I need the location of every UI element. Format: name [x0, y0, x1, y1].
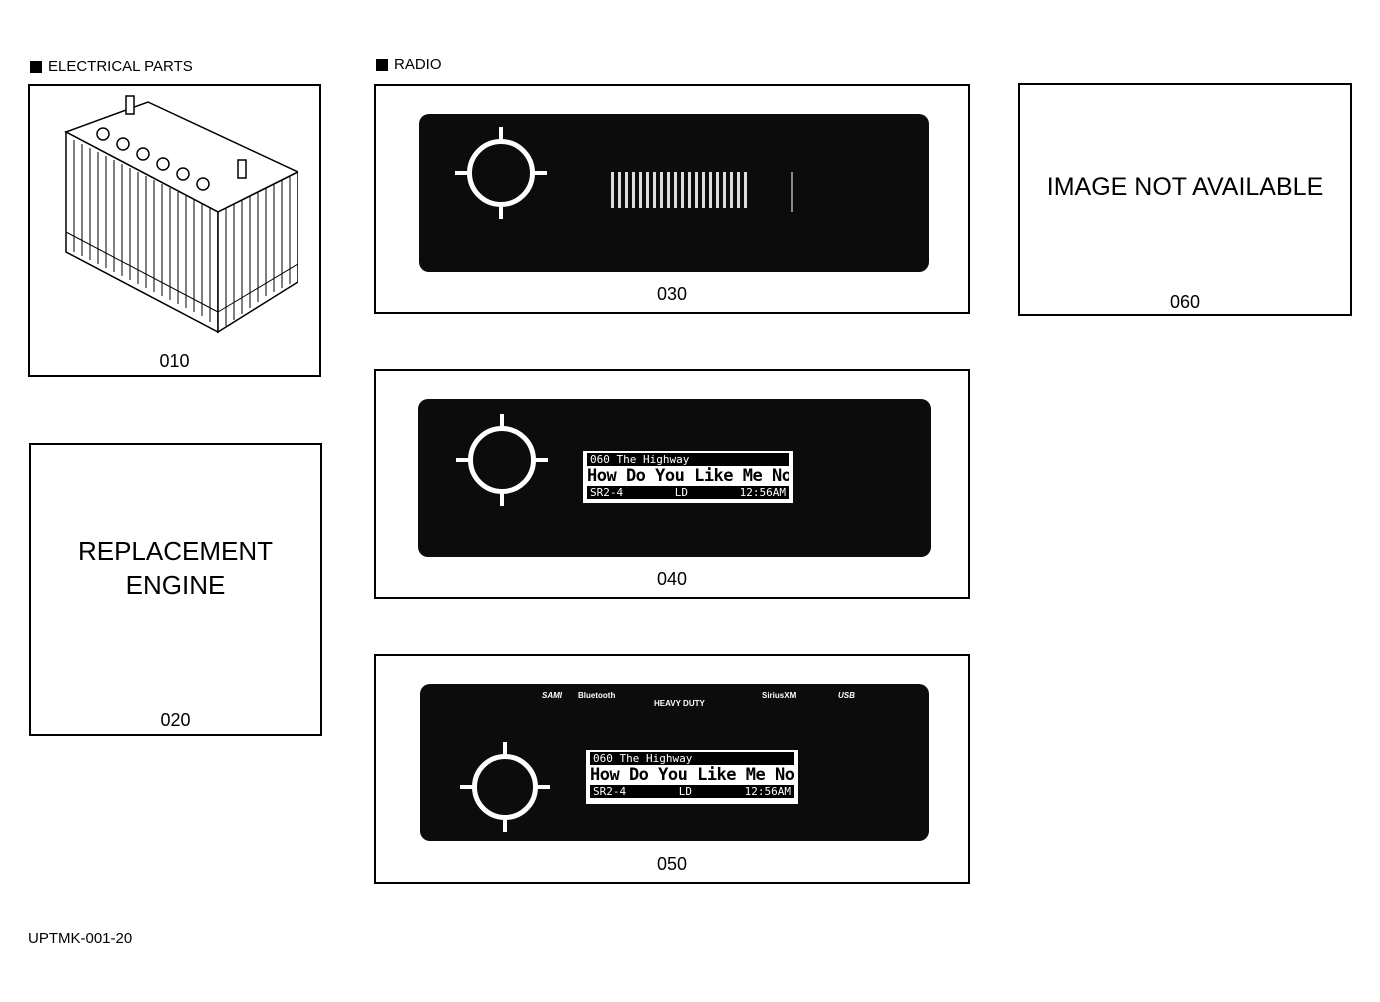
knob-tick [503, 818, 507, 832]
bullet-square-icon [30, 60, 42, 73]
lcd-badge: LD [678, 785, 692, 798]
part-panel-030[interactable]: 030 [374, 84, 970, 314]
lcd-band: SR2-4 [590, 486, 624, 499]
replacement-line-2: ENGINE [125, 570, 226, 600]
lcd-display: 060 The Highway How Do You Like Me Now S… [583, 451, 793, 503]
knob-tick [456, 458, 470, 462]
lcd-time: 12:56AM [744, 785, 791, 798]
lcd-status-row: SR2-4 LD 12:56AM [587, 486, 789, 499]
section-radio: RADIO [376, 56, 442, 73]
radio-unit-030 [419, 114, 929, 272]
replacement-line-1: REPLACEMENT [77, 536, 274, 566]
knob-tick [499, 127, 503, 141]
bullet-square-icon [376, 58, 388, 71]
part-code-020: 020 [160, 710, 191, 730]
knob-tick [500, 414, 504, 428]
image-not-available: IMAGE NOT AVAILABLE [1046, 173, 1324, 201]
brand-siriusxm: SiriusXM [762, 691, 797, 700]
part-code-010: 010 [159, 351, 190, 371]
section-electrical-label: ELECTRICAL PARTS [48, 58, 193, 75]
knob-tick [460, 785, 474, 789]
lcd-band: SR2-4 [593, 785, 627, 798]
knob-tick [500, 492, 504, 506]
lcd-channel: 060 The Highway [587, 453, 789, 466]
brand-sami: SAMI [542, 691, 562, 700]
lcd-channel: 060 The Highway [590, 752, 794, 765]
lcd-song: How Do You Like Me Now [590, 765, 794, 785]
part-code-060: 060 [1169, 292, 1201, 312]
volume-knob [467, 139, 535, 207]
part-code-030: 030 [656, 284, 688, 304]
page-footer-code: UPTMK-001-20 [28, 930, 133, 947]
section-radio-label: RADIO [394, 56, 442, 73]
knob-tick [533, 171, 547, 175]
part-panel-050[interactable]: SAMI Bluetooth HEAVY DUTY SiriusXM USB 0… [374, 654, 970, 884]
lcd-time: 12:56AM [739, 486, 786, 499]
knob-tick [536, 785, 550, 789]
knob-tick [499, 205, 503, 219]
brand-heavy-duty: HEAVY DUTY [654, 699, 705, 708]
knob-tick [534, 458, 548, 462]
lcd-status-row: SR2-4 LD 12:56AM [590, 785, 794, 798]
part-code-050: 050 [656, 854, 688, 874]
volume-knob [472, 754, 538, 820]
radio-unit-040: 060 The Highway How Do You Like Me Now S… [418, 399, 931, 557]
divider [791, 172, 793, 212]
brand-bluetooth: Bluetooth [578, 691, 616, 700]
radio-display-graphic [611, 172, 751, 208]
battery-icon [64, 95, 298, 334]
part-code-040: 040 [656, 569, 688, 589]
part-panel-040[interactable]: 060 The Highway How Do You Like Me Now S… [374, 369, 970, 599]
knob-tick [455, 171, 469, 175]
knob-tick [503, 742, 507, 756]
volume-knob [468, 426, 536, 494]
part-panel-010[interactable]: 010 [28, 84, 321, 377]
brand-usb: USB [838, 691, 855, 700]
lcd-display: 060 The Highway How Do You Like Me Now S… [586, 750, 798, 804]
lcd-song: How Do You Like Me Now [587, 466, 789, 486]
part-panel-060[interactable]: IMAGE NOT AVAILABLE 060 [1018, 83, 1352, 316]
section-electrical-parts: ELECTRICAL PARTS [30, 58, 193, 75]
radio-unit-050: SAMI Bluetooth HEAVY DUTY SiriusXM USB 0… [420, 684, 929, 841]
part-panel-020[interactable]: REPLACEMENT ENGINE 020 [29, 443, 322, 736]
lcd-badge: LD [674, 486, 688, 499]
